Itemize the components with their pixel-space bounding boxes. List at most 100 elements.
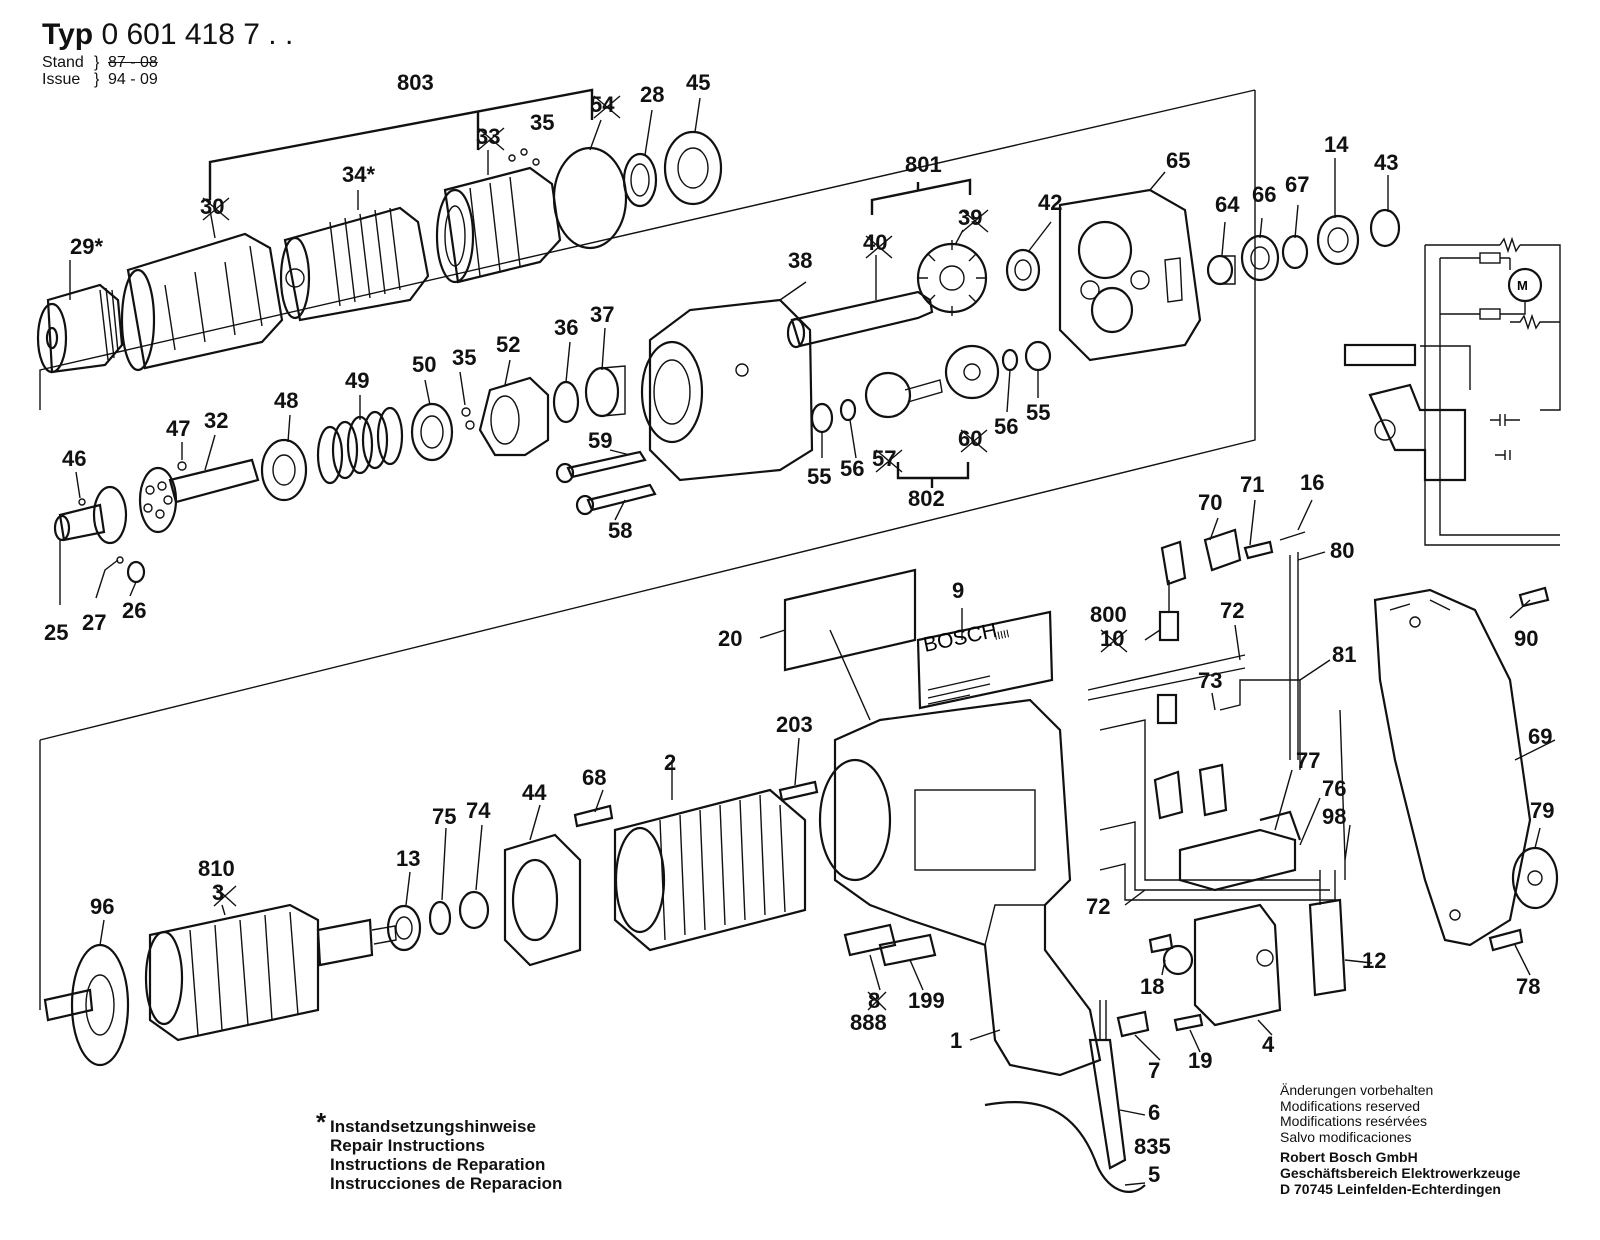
part-50-ring <box>410 402 454 462</box>
label-7: 7 <box>1148 1058 1160 1083</box>
part-34-spindle-sleeve <box>279 206 430 322</box>
part-71-screw <box>1243 540 1274 560</box>
repair-line-es: Instrucciones de Reparacion <box>330 1174 563 1193</box>
part-33-threaded-sleeve <box>435 148 562 284</box>
part-60-gear <box>944 344 1000 400</box>
part-65-gear-housing <box>1058 188 1202 362</box>
label-802: 802 <box>908 486 945 511</box>
label-50: 50 <box>412 352 436 377</box>
part-36-ring <box>552 380 580 424</box>
part-55-bearing-b <box>1024 340 1052 372</box>
part-49-spring <box>316 406 404 485</box>
modification-line-fr: Modifications resérvées <box>1280 1113 1428 1129</box>
issue-label: Issue <box>42 71 81 88</box>
part-59-screw <box>555 450 647 484</box>
part-12-capacitor <box>1308 870 1347 997</box>
repair-line-fr: Instructions de Reparation <box>330 1155 546 1174</box>
type-number: 0 601 418 7 . . <box>101 18 294 51</box>
part-199-label <box>878 933 937 967</box>
label-888: 888 <box>850 1010 887 1035</box>
label-67: 67 <box>1285 172 1309 197</box>
bracket-icon: } <box>94 54 100 71</box>
part-19-screw <box>1173 1013 1204 1032</box>
part-8-label <box>843 923 897 957</box>
label-55-left: 55 <box>807 464 831 489</box>
label-45: 45 <box>686 70 710 95</box>
label-56-left: 56 <box>840 456 864 481</box>
part-46-tool-holder <box>53 485 128 545</box>
part-44-fan-baffle <box>503 833 582 967</box>
label-36: 36 <box>554 315 578 340</box>
label-70: 70 <box>1198 490 1222 515</box>
label-65: 65 <box>1166 148 1190 173</box>
part-10-carbon-brush <box>1158 610 1180 642</box>
label-19: 19 <box>1188 1048 1212 1073</box>
label-72-upper: 72 <box>1220 598 1244 623</box>
strike-marks <box>202 95 1128 1011</box>
part-66-bearing <box>1240 234 1280 282</box>
part-64-bushing <box>1206 254 1236 286</box>
label-47: 47 <box>166 416 190 441</box>
part-98-wire <box>1339 709 1346 880</box>
label-98: 98 <box>1322 804 1346 829</box>
company-info: Robert Bosch GmbH Geschäftsbereich Elekt… <box>1280 1149 1520 1197</box>
label-32: 32 <box>204 408 228 433</box>
label-35: 35 <box>530 110 554 135</box>
label-26: 26 <box>122 598 146 623</box>
stand-value: 87 - 08 <box>108 54 158 71</box>
part-81-wire <box>1219 679 1301 770</box>
part-54-retaining-ring <box>552 146 628 250</box>
part-40-shaft <box>786 290 934 349</box>
wiring-schematic <box>1343 236 1561 546</box>
label-4: 4 <box>1262 1032 1275 1057</box>
label-58: 58 <box>608 518 632 543</box>
label-35-lower: 35 <box>452 345 476 370</box>
part-70-brush-holder <box>1160 528 1242 586</box>
bracket-801 <box>870 178 972 215</box>
label-90: 90 <box>1514 626 1538 651</box>
part-90-screw <box>1518 586 1550 608</box>
part-14-bearing <box>1316 214 1360 266</box>
label-5: 5 <box>1148 1162 1160 1187</box>
label-34: 34* <box>342 162 375 187</box>
label-44: 44 <box>522 780 547 805</box>
label-28: 28 <box>640 82 664 107</box>
modification-line-en: Modifications reserved <box>1280 1097 1421 1114</box>
part-6-cable-sleeve <box>1088 1000 1127 1170</box>
part-48-washer <box>260 438 308 502</box>
label-835: 835 <box>1134 1134 1171 1159</box>
part-37-bushing <box>584 365 626 418</box>
part-68-screw <box>573 804 614 828</box>
label-71: 71 <box>1240 472 1264 497</box>
part-69-handle-cover <box>1373 588 1532 947</box>
part-38-gear-cover <box>640 298 814 482</box>
label-199: 199 <box>908 988 945 1013</box>
part-45-seal <box>663 130 723 206</box>
part-7-clamp <box>1116 1010 1150 1038</box>
label-73: 73 <box>1198 668 1222 693</box>
issue-value: 94 - 09 <box>108 71 158 88</box>
part-18-screw <box>1148 933 1174 954</box>
label-3: 3 <box>212 880 224 905</box>
label-14: 14 <box>1324 132 1349 157</box>
leader-lines <box>59 97 1556 1186</box>
part-43-circlip <box>1369 208 1401 248</box>
label-12: 12 <box>1362 948 1386 973</box>
repair-line-en: Repair Instructions <box>330 1136 485 1155</box>
part-72-wires-b <box>1099 863 1340 901</box>
label-13: 13 <box>396 846 420 871</box>
modification-line-de: Änderungen vorbehalten <box>1280 1082 1434 1098</box>
part-58-screw <box>575 483 657 516</box>
part-3-armature <box>144 903 397 1042</box>
bracket-802 <box>896 462 970 480</box>
modification-notes: Änderungen vorbehalten Modifications res… <box>1280 1082 1434 1145</box>
label-68: 68 <box>582 765 606 790</box>
part-57-pinion <box>864 371 943 419</box>
repair-instructions: * Instandsetzungshinweise Repair Instruc… <box>316 1109 563 1193</box>
label-54: 54 <box>590 92 615 117</box>
part-52-clutch-ring <box>478 376 550 457</box>
label-78: 78 <box>1516 974 1540 999</box>
label-69: 69 <box>1528 724 1552 749</box>
label-49: 49 <box>345 368 369 393</box>
